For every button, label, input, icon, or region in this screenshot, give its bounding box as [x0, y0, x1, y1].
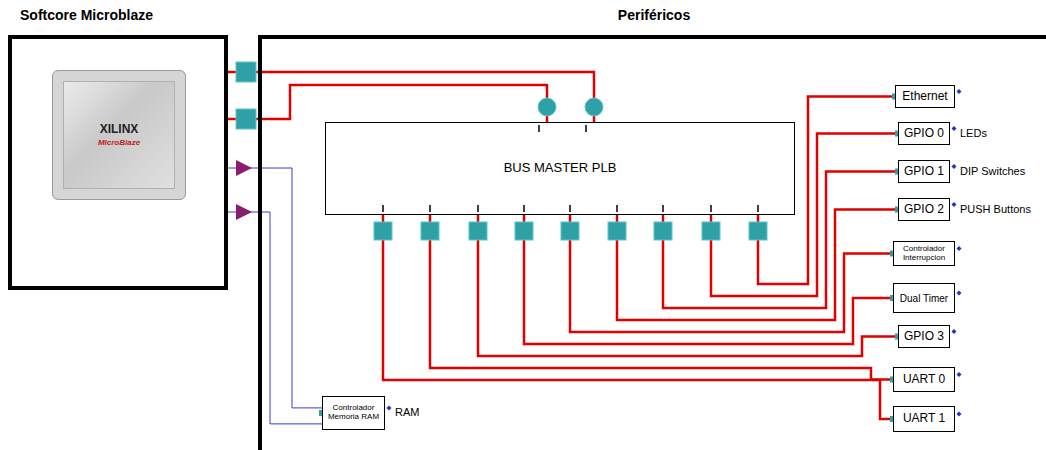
peripheral-panel: PeriféricosBUS MASTER PLBEthernetGPIO 0G…: [258, 35, 1046, 450]
cpu-block: Softcore MicroblazeXILINXMicroBlaze: [8, 35, 228, 290]
box-label: Dual Timer: [900, 293, 948, 304]
bus-tick: [538, 125, 540, 132]
peripheral-box: GPIO 2: [898, 198, 950, 221]
memory-bus-wire: [228, 168, 322, 408]
box-label: GPIO 1: [904, 165, 944, 178]
box-label: Ethernet: [902, 90, 947, 103]
block-heading: Periféricos: [262, 8, 1046, 23]
block-heading: Softcore Microblaze: [20, 8, 153, 23]
peripheral-box: UART 1: [893, 406, 955, 432]
slave-port: [608, 222, 626, 240]
bus-box: BUS MASTER PLB: [325, 122, 795, 215]
peripheral-box: UART 0: [893, 367, 955, 392]
plb-bus-wire: [663, 172, 898, 309]
external-pin: [957, 372, 962, 377]
plb-bus-wire: [758, 97, 895, 285]
slave-port: [374, 222, 392, 240]
chip-name: MicroBlaze: [98, 139, 140, 148]
slave-port: [702, 222, 720, 240]
signal-label: DIP Switches: [960, 165, 1025, 177]
bus-tick: [585, 125, 587, 132]
bus-tick: [477, 205, 479, 212]
peripheral-box: GPIO 3: [898, 325, 950, 348]
external-pin: [387, 406, 392, 411]
plb-bus-wire: [570, 215, 893, 332]
port-group: [236, 62, 962, 422]
slave-port: [515, 222, 533, 240]
bus-tick: [382, 205, 384, 212]
bus-tick: [616, 205, 618, 212]
peripheral-box: Ethernet: [895, 85, 955, 108]
bus-tick: [757, 205, 759, 212]
peripheral-box: GPIO 0: [898, 122, 950, 145]
plb-bus-wire: [228, 72, 594, 122]
slave-port: [749, 222, 767, 240]
external-pin: [957, 246, 962, 251]
box-label: GPIO 3: [904, 330, 944, 343]
signal-label: LEDs: [960, 127, 987, 139]
peripheral-box: Dual Timer: [893, 283, 955, 313]
box-label: Controlador Memoria RAM: [326, 404, 381, 422]
memory-controller-box: Controlador Memoria RAM: [322, 396, 385, 430]
connector-group: [228, 72, 898, 424]
external-pin: [957, 89, 962, 94]
bus-tick: [569, 205, 571, 212]
master-port: [585, 98, 603, 116]
cpu-bus-port: [236, 109, 256, 129]
plb-bus-wire: [228, 85, 547, 122]
slave-port: [561, 222, 579, 240]
brand-logo-text: XILINX: [100, 123, 139, 136]
box-label: GPIO 0: [904, 127, 944, 140]
peripheral-box: Controlador Interrupcion: [893, 241, 955, 266]
bus-tick: [523, 205, 525, 212]
external-pin: [952, 329, 957, 334]
slave-port: [469, 222, 487, 240]
peripheral-box: GPIO 1: [898, 160, 950, 183]
bus-tick: [429, 205, 431, 212]
slave-port: [654, 222, 672, 240]
signal-label: RAM: [395, 406, 419, 418]
memory-port: [236, 204, 252, 220]
external-pin: [957, 291, 962, 296]
slave-port: [421, 222, 439, 240]
plb-bus-wire: [524, 215, 893, 344]
box-label: UART 0: [903, 373, 945, 386]
box-label: BUS MASTER PLB: [504, 161, 617, 175]
signal-label: PUSH Buttons: [960, 203, 1031, 215]
external-pin: [957, 412, 962, 417]
box-label: UART 1: [903, 412, 945, 425]
box-label: Controlador Interrupcion: [897, 245, 951, 263]
box-label: GPIO 2: [904, 203, 944, 216]
bus-tick: [662, 205, 664, 212]
bus-tick: [710, 205, 712, 212]
memory-bus-wire: [228, 212, 322, 424]
memory-port: [236, 160, 252, 176]
cpu-bus-port: [236, 62, 256, 82]
external-pin: [952, 126, 957, 131]
external-pin: [952, 164, 957, 169]
chip-image: XILINX MicroBlaze: [52, 70, 186, 200]
external-pin: [952, 202, 957, 207]
master-port: [538, 98, 556, 116]
